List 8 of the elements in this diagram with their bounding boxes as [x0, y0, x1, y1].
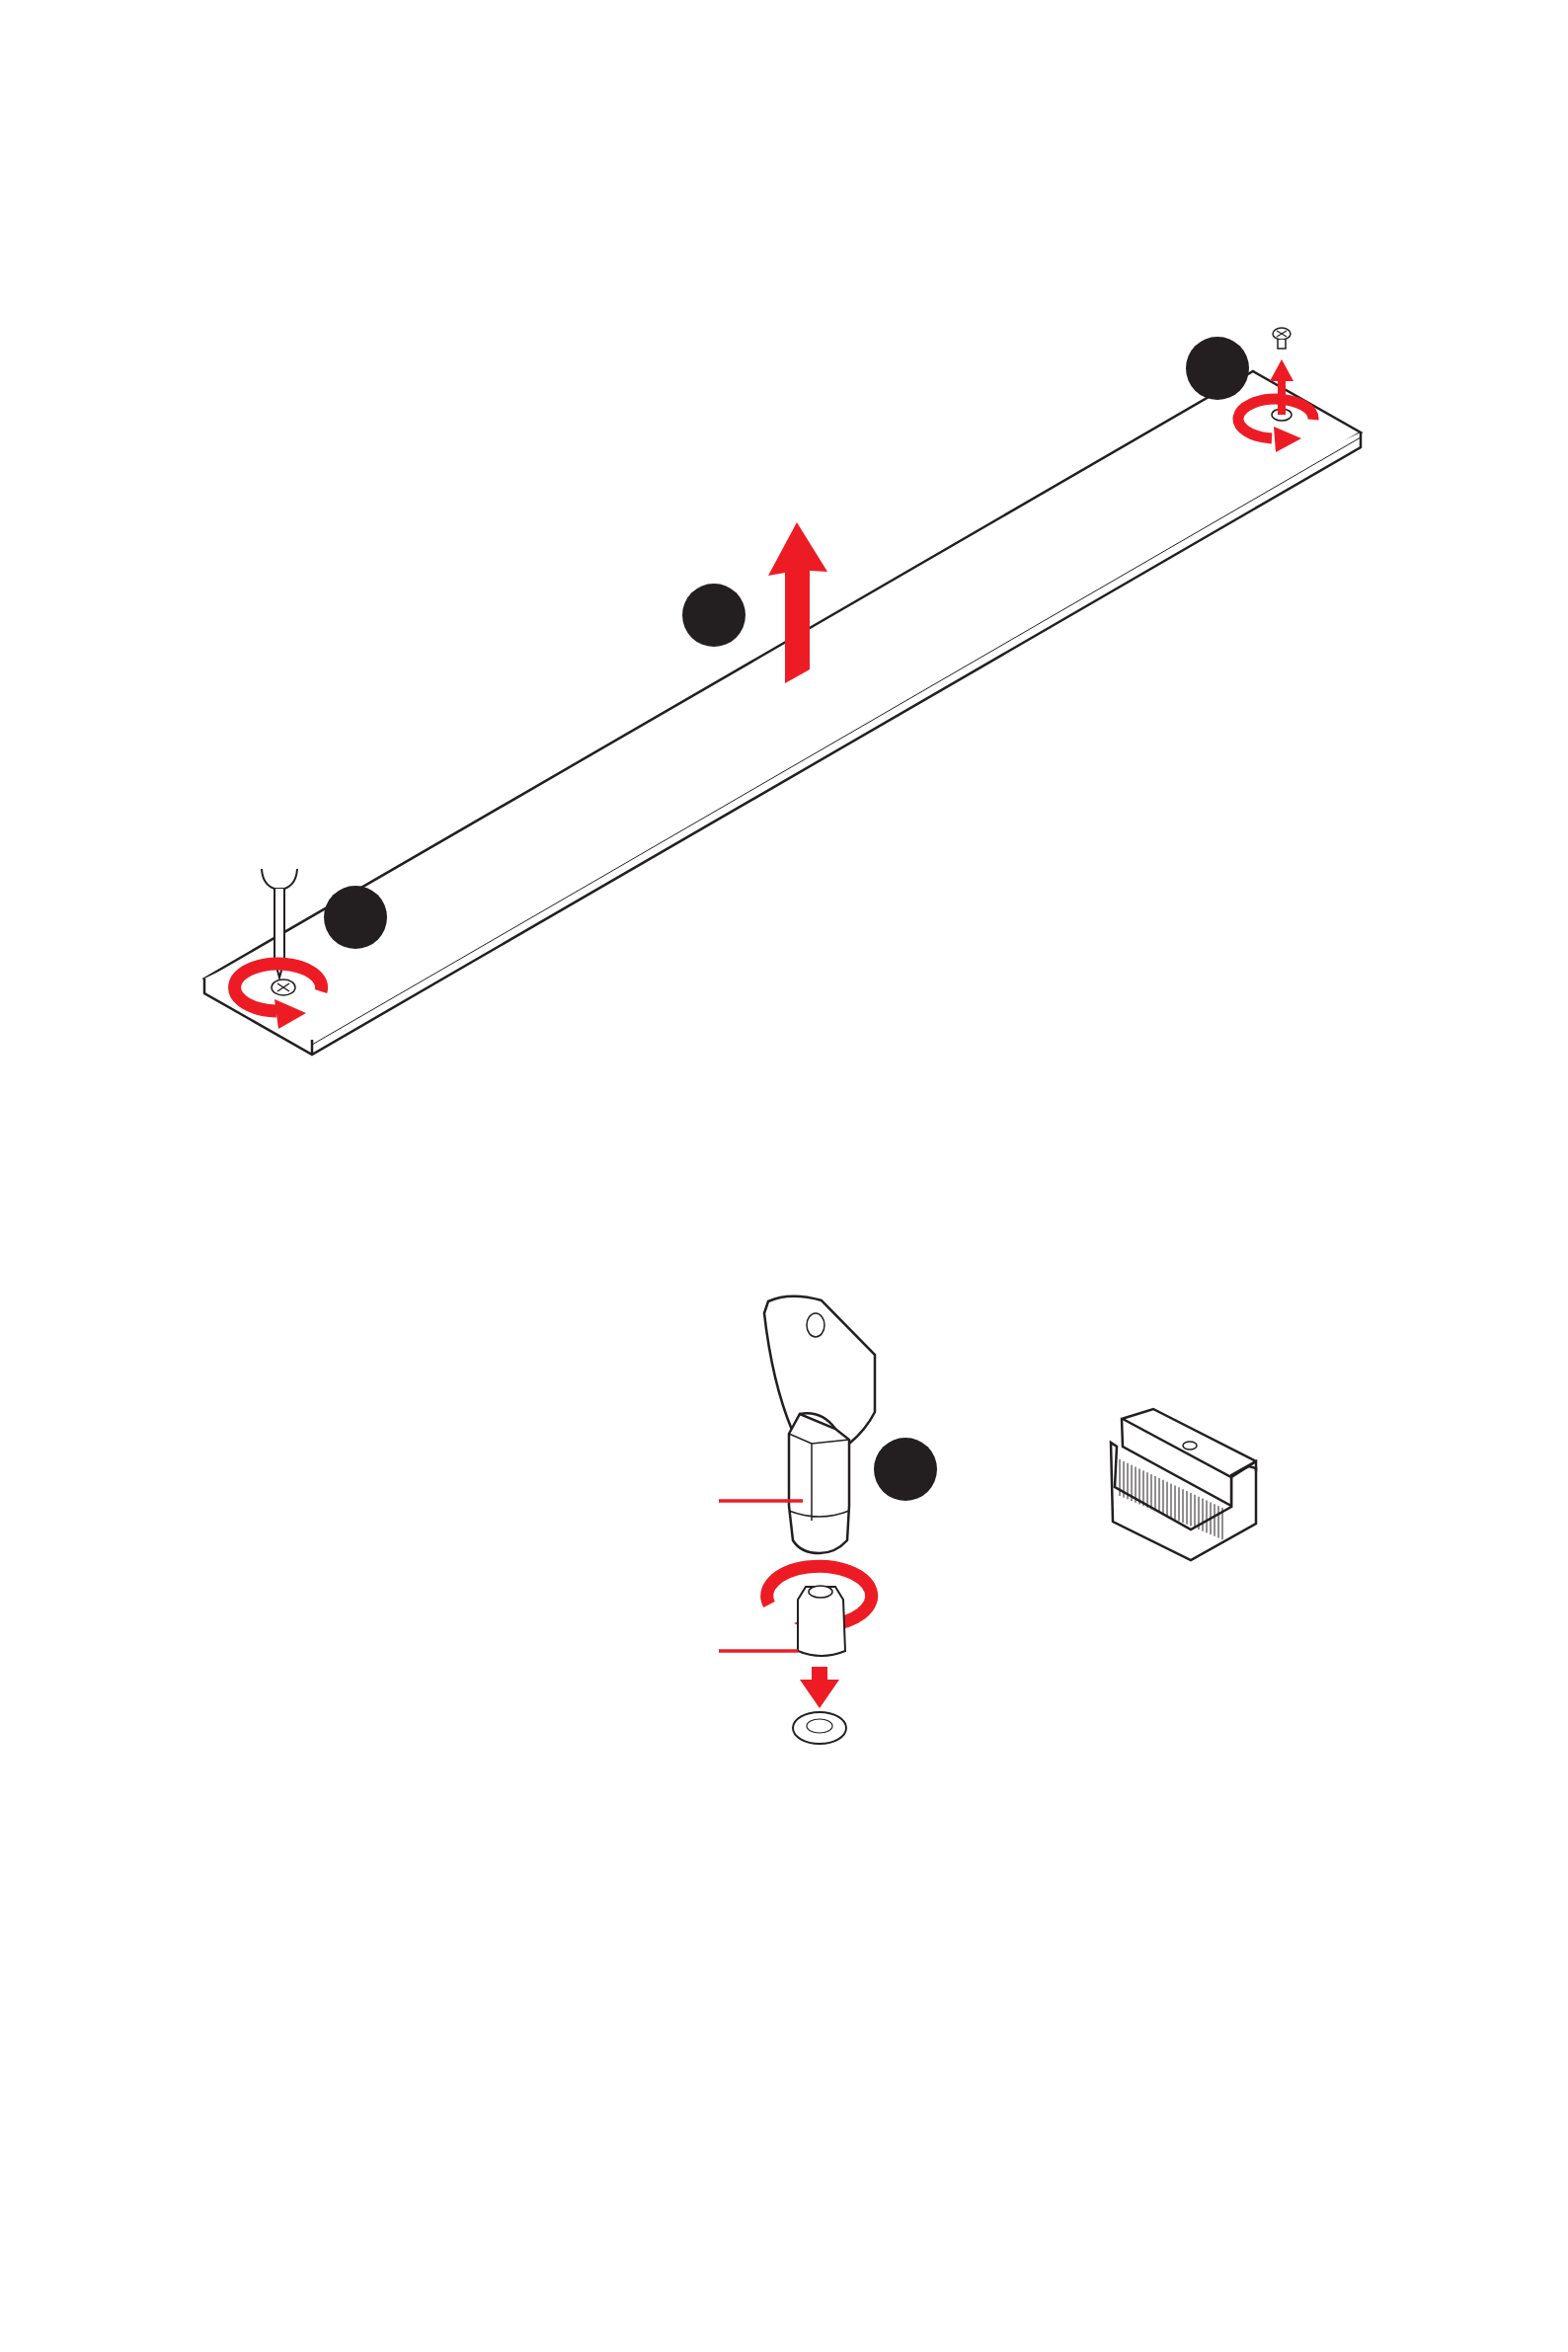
leader-line [719, 1649, 798, 1653]
leader-line [719, 1499, 803, 1503]
step-marker [682, 584, 745, 647]
step-marker [324, 886, 387, 949]
step-marker [1186, 337, 1249, 400]
picture [762, 1294, 877, 1555]
picture [797, 1585, 846, 1657]
step-marker [874, 1438, 937, 1501]
